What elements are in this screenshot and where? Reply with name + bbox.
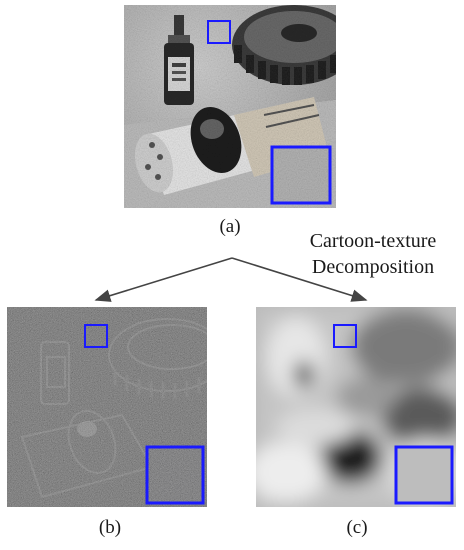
cartoon-image [256,307,456,507]
zoom-inset-box [145,445,205,505]
arrow-to-cartoon [231,257,368,302]
small-highlight-box [207,20,231,44]
cartoon-image-panel [256,307,456,507]
process-label: Cartoon-texture Decomposition [283,228,463,280]
texture-image-panel [7,307,207,507]
caption-a: (a) [219,216,241,237]
caption-b: (b) [98,517,122,538]
small-highlight-box [333,324,357,348]
process-label-line1: Cartoon-texture [309,230,437,252]
small-highlight-box [84,324,108,348]
caption-c: (c) [346,517,368,538]
input-image-panel [124,5,336,208]
texture-image [7,307,207,507]
zoom-inset-box [394,445,454,505]
process-label-line2: Decomposition [311,256,435,278]
input-image [124,5,336,208]
arrow-to-texture [94,257,233,302]
